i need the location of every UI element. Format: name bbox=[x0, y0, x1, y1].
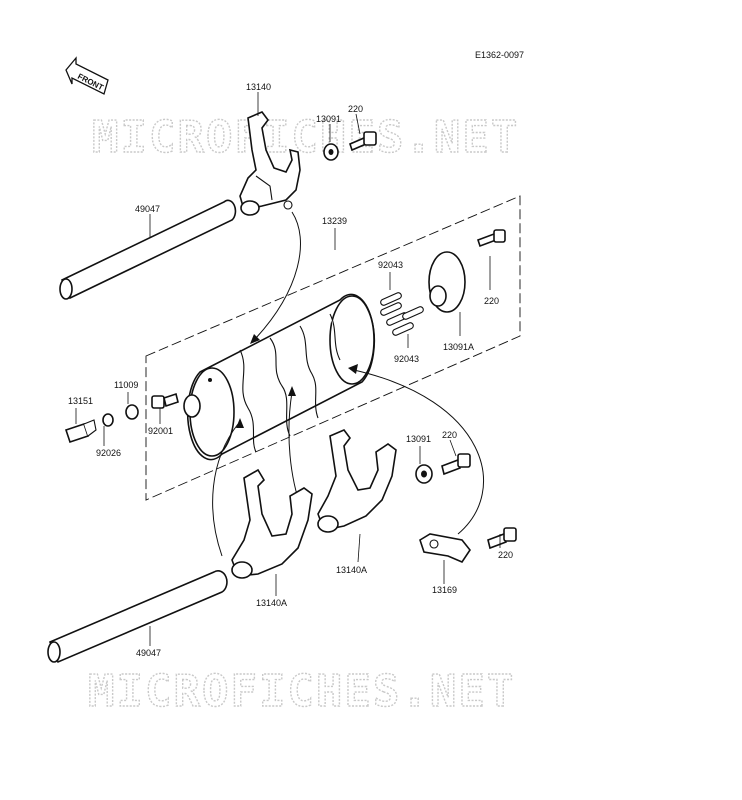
callout-fork-mid: 13140A bbox=[336, 565, 367, 575]
switch-washer bbox=[102, 413, 114, 427]
bolt-plate bbox=[476, 229, 506, 248]
callout-drum-bolt: 92001 bbox=[148, 426, 173, 436]
washer-bottom bbox=[415, 464, 433, 484]
guide-arrowhead-mid bbox=[288, 386, 296, 396]
callout-washer-top: 13091 bbox=[316, 114, 341, 124]
callout-fork-top: 13140 bbox=[246, 82, 271, 92]
bolt-bottom bbox=[441, 453, 471, 476]
shift-fork-shaft-top bbox=[59, 199, 237, 300]
shift-fork-left bbox=[231, 468, 313, 579]
neutral-switch bbox=[64, 419, 97, 444]
figure-code: E1362-0097 bbox=[475, 50, 524, 60]
callout-plate: 13091A bbox=[443, 342, 474, 352]
callout-pins-lower: 92043 bbox=[394, 354, 419, 364]
guide-arrowhead-top bbox=[250, 334, 260, 344]
callout-fork-left: 13140A bbox=[256, 598, 287, 608]
shift-drum bbox=[183, 293, 376, 461]
shift-fork-shaft-bottom bbox=[47, 570, 228, 664]
guide-arrowhead-left bbox=[236, 418, 244, 428]
callout-pins-upper: 92043 bbox=[378, 260, 403, 270]
callout-bolt-plate: 220 bbox=[484, 296, 499, 306]
drum-pins bbox=[380, 292, 424, 336]
callout-oring: 11009 bbox=[114, 380, 138, 390]
callout-switch-washer: 92026 bbox=[96, 448, 121, 458]
watermark-bottom: MICROFICHES.NET bbox=[88, 666, 515, 717]
drum-oring bbox=[125, 404, 139, 420]
bolt-top bbox=[349, 131, 377, 152]
watermark-top: MICROFICHES.NET bbox=[92, 112, 519, 163]
drum-bolt bbox=[151, 392, 179, 409]
callout-washer-bottom: 13091 bbox=[406, 434, 431, 444]
guide-arrow-right bbox=[353, 369, 484, 535]
bolt-stopper bbox=[487, 527, 517, 550]
leader-lines bbox=[75, 92, 501, 646]
callout-switch: 13151 bbox=[68, 396, 93, 406]
washer-top bbox=[323, 143, 339, 161]
assembly-frame bbox=[145, 195, 521, 501]
front-arrow-icon: FRONT bbox=[65, 56, 109, 95]
shift-fork-middle bbox=[317, 429, 397, 533]
shift-fork-top bbox=[239, 111, 301, 216]
callout-shaft-top: 49047 bbox=[135, 204, 160, 214]
callout-drum: 13239 bbox=[322, 216, 347, 226]
guide-arrowhead-right bbox=[348, 364, 358, 374]
callout-bolt-top: 220 bbox=[348, 104, 363, 114]
callout-shaft-bottom: 49047 bbox=[136, 648, 161, 658]
guide-arrow-top bbox=[255, 211, 301, 339]
callout-bolt-stopper: 220 bbox=[498, 550, 513, 560]
drum-plate bbox=[428, 251, 466, 313]
callout-stopper: 13169 bbox=[432, 585, 457, 595]
drum-stopper bbox=[419, 533, 471, 563]
callout-bolt-bottom: 220 bbox=[442, 430, 457, 440]
guide-arrow-left bbox=[212, 423, 239, 557]
